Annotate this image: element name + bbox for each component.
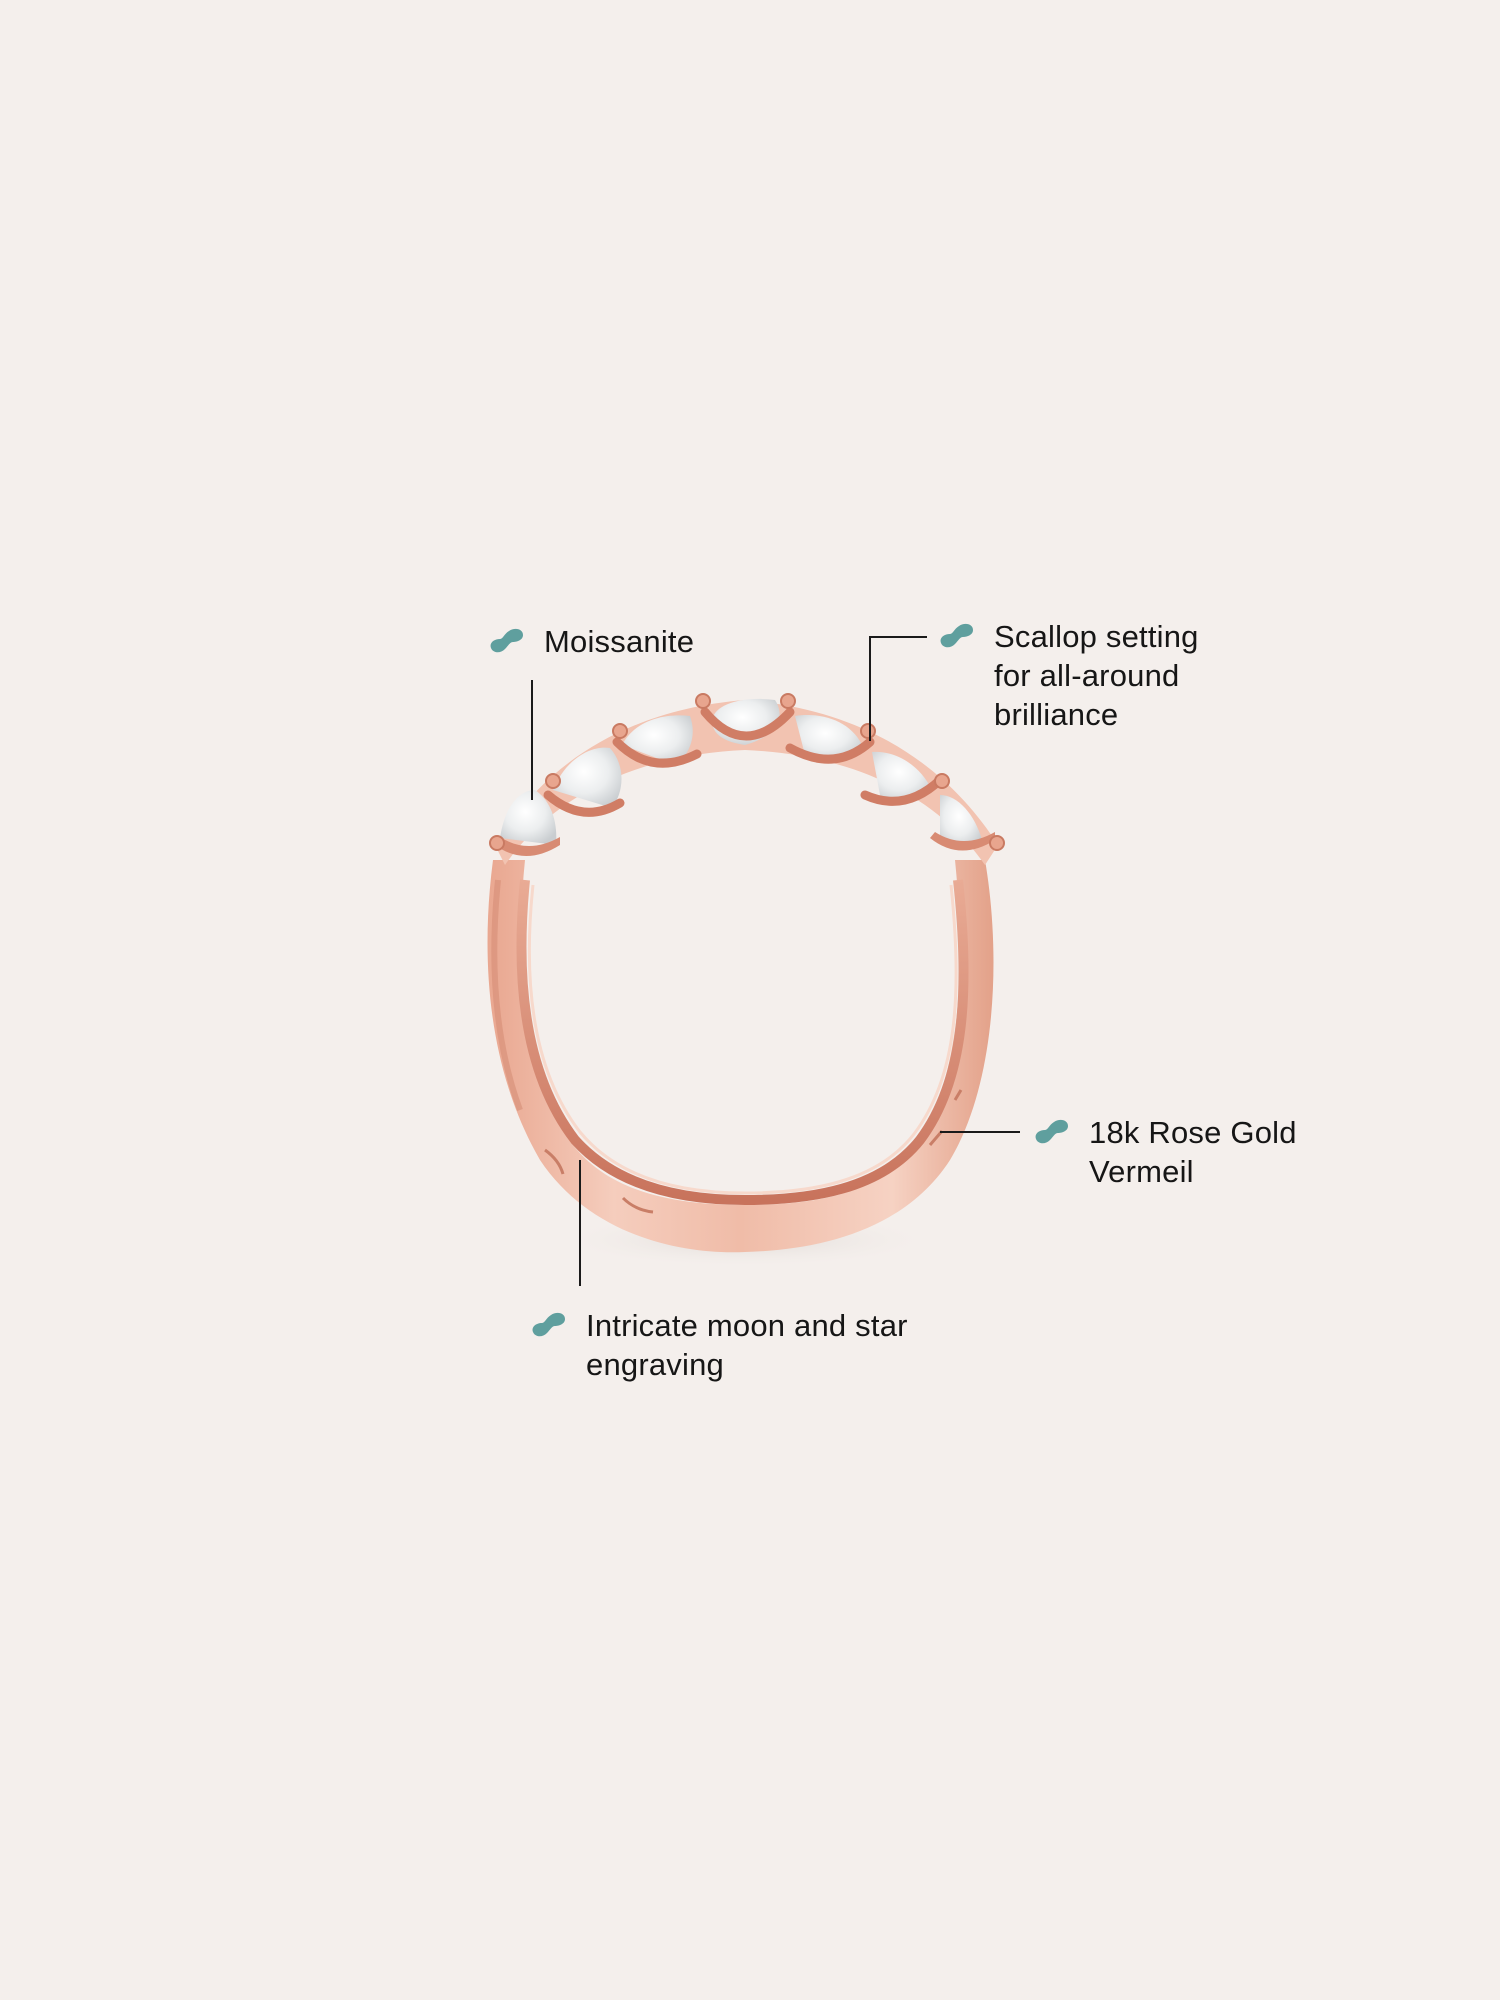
- moissanite-leader-line: [531, 680, 533, 800]
- callout-text: Moissanite: [544, 622, 694, 661]
- teal-squiggle-bullet-icon: [1035, 1119, 1068, 1144]
- callout-text: 18k Rose Gold Vermeil: [1089, 1113, 1297, 1191]
- callout-engraving: Intricate moon and star engraving: [528, 1306, 908, 1384]
- callout-rose-gold-vermeil: 18k Rose Gold Vermeil: [1031, 1113, 1297, 1191]
- callout-line: brilliance: [994, 697, 1119, 732]
- teal-squiggle-bullet-icon: [490, 628, 523, 653]
- engraving-leader-line: [579, 1160, 581, 1286]
- callout-line: Moissanite: [544, 624, 695, 659]
- callout-line: for all-around: [994, 658, 1180, 693]
- scallop-leader-line-vertical: [869, 636, 871, 741]
- callout-text: Scallop setting for all-around brillianc…: [994, 617, 1199, 734]
- callout-moissanite: Moissanite: [486, 622, 694, 661]
- callout-text: Intricate moon and star engraving: [586, 1306, 908, 1384]
- callout-line: Vermeil: [1089, 1154, 1194, 1189]
- rose-gold-leader-line: [940, 1131, 1020, 1133]
- callout-line: Intricate moon and star: [586, 1308, 908, 1343]
- teal-squiggle-bullet-icon: [940, 623, 973, 648]
- teal-squiggle-bullet-icon: [532, 1312, 565, 1337]
- scallop-leader-line-horizontal: [869, 636, 927, 638]
- callout-line: engraving: [586, 1347, 724, 1382]
- callout-scallop-setting: Scallop setting for all-around brillianc…: [936, 617, 1199, 734]
- callout-line: Scallop setting: [994, 619, 1199, 654]
- callout-line: 18k Rose Gold: [1089, 1115, 1297, 1150]
